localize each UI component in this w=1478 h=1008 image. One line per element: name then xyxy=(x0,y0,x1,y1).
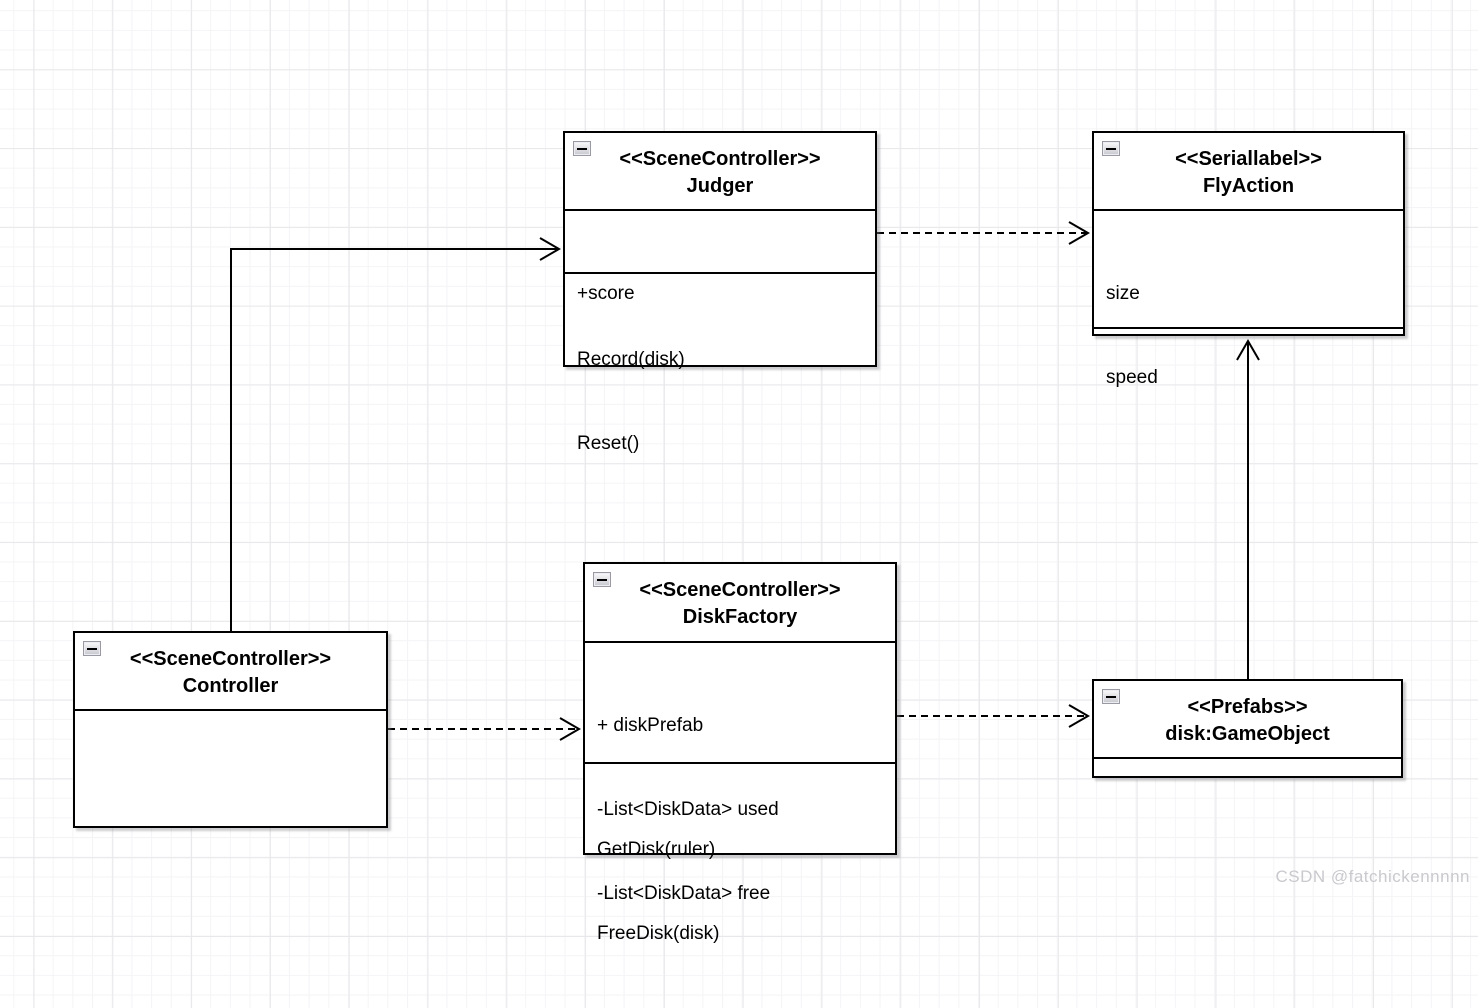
class-header-diskfactory: <<SceneController>> DiskFactory xyxy=(585,564,895,643)
body-compartment-empty xyxy=(75,711,386,826)
attribute: + diskPrefab xyxy=(597,715,704,736)
attributes-compartment: + diskPrefab -List<DiskData> used -List<… xyxy=(585,643,895,904)
method: FreeDisk(disk) xyxy=(597,923,720,944)
body-compartment-empty xyxy=(1094,759,1401,776)
class-stereotype: <<SceneController>> xyxy=(129,648,332,670)
class-stereotype: <<Prefabs>> xyxy=(1187,696,1308,718)
method: GetDisk(ruler) xyxy=(597,839,716,860)
collapse-minus-icon[interactable] xyxy=(1102,689,1120,704)
connector-layer xyxy=(230,221,1260,741)
method: Reset() xyxy=(577,433,640,454)
class-name: Controller xyxy=(182,675,279,697)
class-stereotype: <<SceneController>> xyxy=(639,579,841,601)
class-header-prefabs-disk: <<Prefabs>> disk:GameObject xyxy=(1094,681,1401,759)
attributes-compartment: +score xyxy=(565,211,875,304)
attribute: speed xyxy=(1106,367,1158,388)
class-name: Judger xyxy=(686,175,754,197)
attribute: size xyxy=(1106,283,1140,304)
class-box-prefabs-disk[interactable]: <<Prefabs>> disk:GameObject xyxy=(1092,679,1403,778)
class-box-judger[interactable]: <<SceneController>> Judger +score Record… xyxy=(563,131,877,454)
class-name: FlyAction xyxy=(1202,175,1295,197)
method: Record(disk) xyxy=(577,349,685,370)
attributes-compartment: size speed xyxy=(1094,211,1403,388)
diagram-canvas: { "diagram": { "watermark": "CSDN @fatch… xyxy=(0,0,1478,944)
class-box-controller[interactable]: <<SceneController>> Controller xyxy=(73,631,388,828)
class-stereotype: <<SceneController>> xyxy=(619,148,821,170)
class-header-flyaction: <<Seriallabel>> FlyAction xyxy=(1094,133,1403,211)
methods-compartment: Record(disk) Reset() xyxy=(565,274,875,518)
attribute: -List<DiskData> used xyxy=(597,799,779,820)
collapse-minus-icon[interactable] xyxy=(1102,141,1120,156)
class-header-judger: <<SceneController>> Judger xyxy=(565,133,875,211)
class-box-diskfactory[interactable]: <<SceneController>> DiskFactory + diskPr… xyxy=(583,562,897,944)
collapse-minus-icon[interactable] xyxy=(83,641,101,656)
class-name: DiskFactory xyxy=(682,606,798,628)
relation-controller-to-judger[interactable] xyxy=(230,237,561,631)
class-name: disk:GameObject xyxy=(1165,723,1330,745)
collapse-minus-icon[interactable] xyxy=(573,141,591,156)
class-stereotype: <<Seriallabel>> xyxy=(1175,148,1322,170)
watermark: CSDN @fatchickennnnn xyxy=(1275,867,1470,886)
collapse-minus-icon[interactable] xyxy=(593,572,611,587)
attribute: +score xyxy=(577,283,635,304)
class-box-flyaction[interactable]: <<Seriallabel>> FlyAction size speed xyxy=(1092,131,1405,388)
class-header-controller: <<SceneController>> Controller xyxy=(75,633,386,711)
methods-compartment-empty xyxy=(1094,329,1403,334)
